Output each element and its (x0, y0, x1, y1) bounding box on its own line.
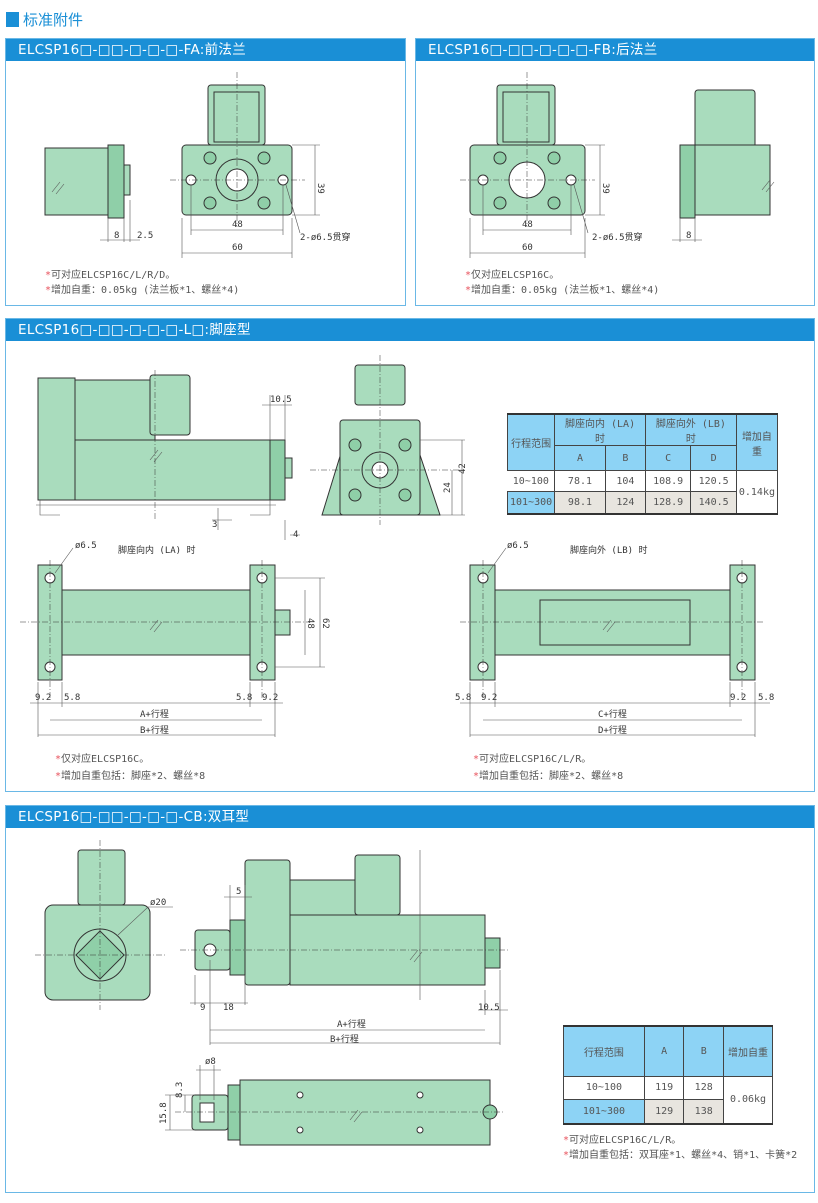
panel-front-flange: ELCSP16□-□□-□-□-□-FA:前法兰 (5, 38, 406, 306)
weight-value: 0.14kg (735, 470, 779, 515)
foot-mount-spec-table: 行程范围 脚座向内 (LA) 时 脚座向外 (LB) 时 增加自重 A B C … (506, 413, 779, 515)
la-notes: *仅对应ELCSP16C。 *增加自重包括：脚座*2、螺丝*8 (55, 751, 205, 785)
note: *可对应ELCSP16C/L/R/D。 (45, 270, 176, 281)
table-row: 10~100 78.1 104 108.9 120.5 0.14kg (507, 469, 779, 515)
panel-header: ELCSP16□-□□-□-□-□-FA:前法兰 (6, 39, 405, 61)
col-a: A (554, 445, 606, 471)
col-c: C (644, 445, 692, 471)
panel-header: ELCSP16□-□□-□-□-□-FB:后法兰 (416, 39, 814, 61)
note: *增加自重包括：脚座*2、螺丝*8 (473, 771, 624, 782)
col-b: B (604, 445, 646, 471)
note: *增加自重：0.05kg (法兰板*1、螺丝*4) (465, 285, 660, 296)
note: *仅对应ELCSP16C。 (55, 754, 150, 765)
clevis-spec-table: 行程范围 A B 增加自重 10~100 119 128 0.06kg 101~… (563, 1025, 773, 1125)
header-la: 脚座向内 (LA) 时 (554, 413, 646, 446)
panel-header: ELCSP16□-□□-□-□-□-L□:脚座型 (6, 319, 814, 341)
weight-value: 0.06kg (723, 1075, 773, 1125)
note: *增加自重：0.05kg (法兰板*1、螺丝*4) (45, 285, 240, 296)
cb-notes: *可对应ELCSP16C/L/R。 *增加自重包括：双耳座*1、螺丝*4、销*1… (563, 1133, 797, 1163)
fa-notes: *可对应ELCSP16C/L/R/D。 *增加自重：0.05kg (法兰板*1、… (45, 268, 239, 298)
note: *增加自重包括：双耳座*1、螺丝*4、销*1、卡簧*2 (563, 1150, 798, 1161)
panel-header: ELCSP16□-□□-□-□-□-CB:双耳型 (6, 806, 814, 828)
header-lb: 脚座向外 (LB) 时 (644, 413, 737, 446)
title-square-icon (6, 12, 19, 27)
header-range: 行程范围 (563, 1025, 645, 1077)
note: *可对应ELCSP16C/L/R。 (473, 754, 592, 765)
note: *可对应ELCSP16C/L/R。 (563, 1135, 682, 1146)
header-range: 行程范围 (506, 413, 556, 471)
page-title-text: 标准附件 (23, 11, 84, 29)
fb-notes: *仅对应ELCSP16C。 *增加自重：0.05kg (法兰板*1、螺丝*4) (465, 268, 659, 298)
col-a: A (643, 1025, 685, 1077)
col-b: B (683, 1025, 724, 1077)
panel-foot-mount: ELCSP16□-□□-□-□-□-L□:脚座型 (5, 318, 815, 792)
note: *增加自重包括：脚座*2、螺丝*8 (55, 771, 206, 782)
table-row: 10~100 119 128 0.06kg (563, 1075, 773, 1125)
note: *仅对应ELCSP16C。 (465, 270, 560, 281)
table-row: 101~300 129 138 (563, 1099, 773, 1125)
col-d: D (690, 445, 737, 471)
header-weight: 增加自重 (723, 1025, 773, 1077)
panel-rear-flange: ELCSP16□-□□-□-□-□-FB:后法兰 (415, 38, 815, 306)
header-weight: 增加自重 (735, 413, 779, 471)
page-title: 标准附件 (6, 9, 83, 30)
table-row: 101~300 98.1 124 128.9 140.5 (506, 491, 778, 515)
lb-notes: *可对应ELCSP16C/L/R。 *增加自重包括：脚座*2、螺丝*8 (473, 751, 623, 785)
